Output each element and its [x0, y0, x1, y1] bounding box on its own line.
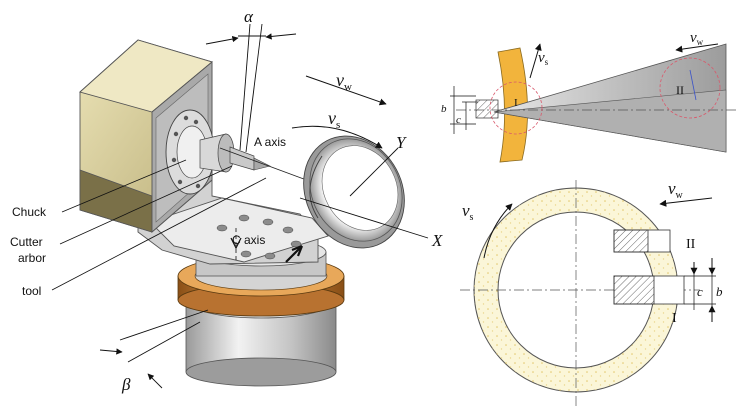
beta-angle	[99, 309, 209, 389]
x-axis-line	[299, 197, 429, 239]
machine-illustration	[51, 23, 429, 389]
tool-section-hatch	[475, 99, 499, 119]
beta-symbol: β	[121, 375, 131, 394]
a-axis-label: A axis	[254, 135, 286, 149]
top-right-section-view	[450, 43, 736, 163]
alpha-symbol: α	[244, 7, 254, 26]
vs-symbol-topright: vs	[538, 50, 549, 67]
vw-symbol-topright: vw	[690, 30, 704, 47]
zone1-label-topright: I	[514, 97, 518, 109]
leader-lines	[51, 159, 267, 291]
zone1-circle-top	[489, 81, 543, 135]
c-axis-rotation-mark	[230, 237, 242, 250]
c-axis-label: C axis	[232, 233, 265, 247]
vs-symbol-left: vs	[328, 108, 340, 131]
c-dimension-bottomright: c	[697, 284, 703, 299]
zone1-label-bottomright: I	[672, 311, 677, 326]
bottom-right-wheel-view	[460, 180, 716, 406]
cutter-arbor-label-line2: arbor	[18, 251, 46, 265]
y-axis-line	[349, 147, 399, 197]
x-axis-symbol: X	[431, 231, 443, 250]
vs-symbol-bottomright: vs	[462, 201, 474, 223]
tool-hatch-zone1	[613, 275, 655, 305]
vw-arrow	[305, 75, 387, 106]
tool-hatch-zone2	[613, 229, 649, 253]
chuck-label: Chuck	[12, 205, 47, 219]
table-pointer-arrow	[285, 244, 304, 263]
zone2-label-topright: II	[676, 83, 684, 97]
y-axis-symbol: Y	[396, 133, 407, 152]
b-dimension-topright: b	[441, 103, 447, 115]
cutter-arbor-label-line1: Cutter	[10, 235, 43, 249]
c-dimension-topright: c	[456, 114, 461, 126]
b-dimension-bottomright: b	[716, 284, 723, 299]
tool-label: tool	[22, 284, 41, 298]
zone2-label-bottomright: II	[686, 237, 696, 252]
vw-symbol-left: vw	[336, 70, 352, 93]
vs-arrow	[291, 125, 383, 149]
alpha-angle	[205, 23, 297, 153]
chuck	[165, 109, 235, 195]
vw-symbol-bottomright: vw	[668, 179, 684, 201]
zone2-circle-top	[659, 57, 721, 119]
